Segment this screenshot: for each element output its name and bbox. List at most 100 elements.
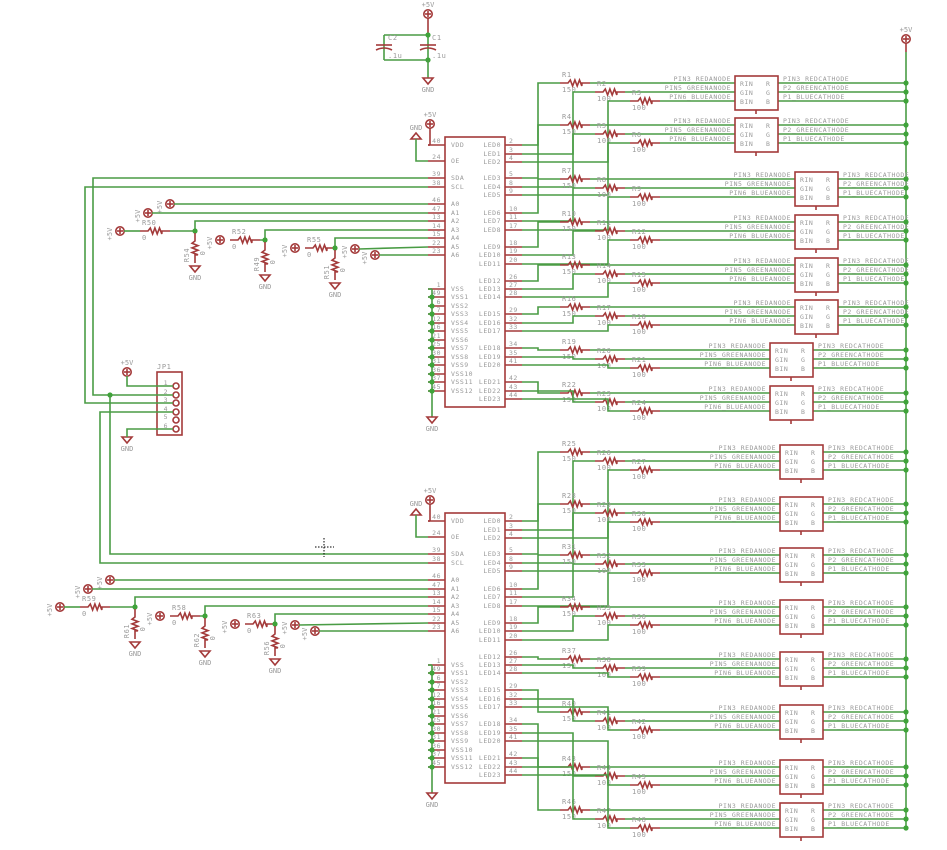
junction-dot <box>429 303 435 309</box>
junction-dot <box>903 390 909 396</box>
power-label: +5V <box>361 251 369 264</box>
pin-led-label: LED20 <box>479 361 501 369</box>
power-5v-symbol: +5V <box>46 601 65 616</box>
anode-net-label: PIN6_BLUEANODE <box>729 317 791 325</box>
wire <box>522 264 560 282</box>
cathode-net-label: P2_GREENCATHODE <box>828 556 894 564</box>
wire <box>522 100 630 163</box>
wire <box>522 732 595 777</box>
led-in-pin-label: GIN <box>800 271 813 279</box>
cathode-net-label: P1_BLUECATHODE <box>828 565 890 573</box>
pin-number: 28 <box>509 289 518 297</box>
pin-number: 47 <box>432 581 441 589</box>
power-label: +5V <box>301 627 309 640</box>
resistor-zigzag-icon <box>560 216 590 228</box>
pin-number: 5 <box>509 546 513 554</box>
led-in-pin-label: GIN <box>785 561 798 569</box>
pin-led-label: LED11 <box>479 260 501 268</box>
led-in-pin-label: BIN <box>800 322 813 330</box>
junction-dot <box>429 345 435 351</box>
junction-dot <box>429 670 435 676</box>
pin-number: 41 <box>509 733 518 741</box>
resistor-zigzag-icon <box>595 396 625 408</box>
pin-number: 9 <box>509 187 513 195</box>
pin-vss-label: VSS4 <box>451 319 469 327</box>
resistor-name: R46 <box>562 798 576 806</box>
junction-dot <box>903 458 909 464</box>
resistor-value: 0 <box>339 268 347 273</box>
resistor-name: R3 <box>632 89 642 97</box>
resistor-value: 150 <box>562 662 576 670</box>
ground-label: GND <box>426 801 439 809</box>
resistor-name: R42 <box>632 718 646 726</box>
pin-vss-label: VSS9 <box>451 361 469 369</box>
resistor-name: R16 <box>562 295 576 303</box>
resistor: R37 150 <box>560 647 590 670</box>
led-in-pin-label: RIN <box>785 709 798 717</box>
resistor-name: R37 <box>562 647 576 655</box>
junction-dot <box>429 337 435 343</box>
resistor-zigzag-icon <box>560 173 590 185</box>
resistor-zigzag-icon <box>305 242 335 254</box>
led-out-pin-label: B <box>811 674 815 682</box>
pin-number: 49 <box>432 665 441 673</box>
junction-dot <box>429 679 435 685</box>
connector-pin-number: 5 <box>164 413 168 421</box>
wire <box>522 698 595 722</box>
junction-dot <box>429 320 435 326</box>
pin-number: 37 <box>432 374 441 382</box>
wire <box>415 139 428 162</box>
ground-symbol: GND <box>328 282 342 299</box>
pin-led-label: LED13 <box>479 285 501 293</box>
anode-net-label: PIN6_BLUEANODE <box>714 722 776 730</box>
pin-led-label: LED15 <box>479 686 501 694</box>
resistor-name: R47 <box>597 807 611 815</box>
anode-net-label: PIN6_BLUEANODE <box>714 820 776 828</box>
wire <box>84 186 428 404</box>
led-in-pin-label: BIN <box>785 674 798 682</box>
junction-dot <box>903 140 909 146</box>
pin-led-label: LED20 <box>479 737 501 745</box>
pin-number: 42 <box>509 750 518 758</box>
cathode-net-label: PIN3_REDCATHODE <box>828 496 894 504</box>
junction-dot <box>429 388 435 394</box>
wire <box>99 411 428 564</box>
wire <box>522 196 630 231</box>
pin-led-label: LED3 <box>483 550 501 558</box>
led-in-pin-label: RIN <box>785 656 798 664</box>
pin-address-label: A6 <box>451 627 460 635</box>
pin-number: 13 <box>432 589 441 597</box>
cathode-net-label: P1_BLUECATHODE <box>818 360 880 368</box>
led-out-pin-label: G <box>811 665 815 673</box>
cathode-net-label: P2_GREENCATHODE <box>843 308 909 316</box>
pin-address-label: A1 <box>451 585 460 593</box>
pin-number: 15 <box>432 606 441 614</box>
led-out-pin-label: G <box>826 228 830 236</box>
pin-number: 7 <box>437 306 441 314</box>
resistor-value: 100 <box>632 286 646 294</box>
resistor-name: R63 <box>247 612 261 620</box>
pin-vss-label: VSS7 <box>451 344 469 352</box>
ground-symbol: GND <box>409 124 423 140</box>
resistor-zigzag-icon <box>230 234 260 246</box>
resistor-zigzag-icon <box>189 233 201 263</box>
resistor-value: 100 <box>597 95 611 103</box>
cathode-net-label: P2_GREENCATHODE <box>843 266 909 274</box>
resistor-zigzag-icon <box>170 610 200 622</box>
junction-dot <box>429 687 435 693</box>
pin-number: 16 <box>432 323 441 331</box>
led-out-pin-label: G <box>801 356 805 364</box>
ground-symbol: GND <box>425 416 439 433</box>
resistor-name: R32 <box>597 552 611 560</box>
cathode-net-label: P1_BLUECATHODE <box>843 317 905 325</box>
pin-vss-label: VSS8 <box>451 729 469 737</box>
pin-led-label: LED9 <box>483 243 501 251</box>
